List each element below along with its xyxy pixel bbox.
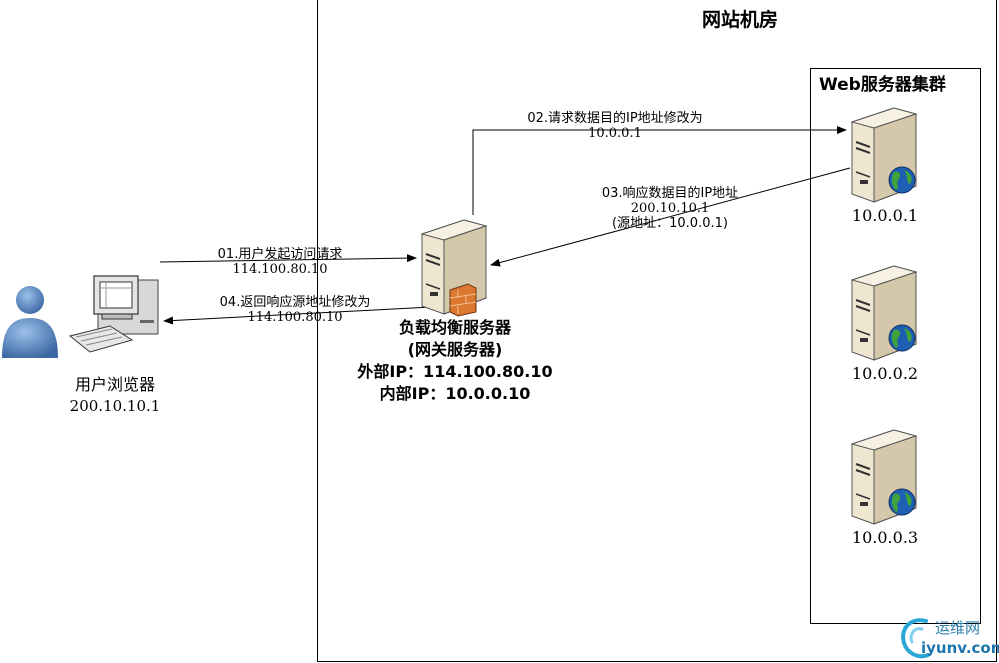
step-04-label: 04.返回响应源地址修改为 114.100.80.10 (185, 295, 405, 326)
step-01-label: 01.用户发起访问请求 114.100.80.10 (180, 247, 380, 278)
computer-icon (68, 275, 159, 353)
load-balancer-external-ip: 外部IP：114.100.80.10 (357, 362, 553, 381)
web-server-2-icon (848, 264, 928, 364)
step-02-line1: 02.请求数据目的IP地址修改为 (527, 111, 703, 126)
load-balancer-sublabel: (网关服务器) (407, 340, 503, 359)
web-server-1-ip: 10.0.0.1 (851, 206, 919, 225)
step-02-line2: 10.0.0.1 (588, 125, 642, 141)
datacenter-title: 网站机房 (702, 9, 779, 31)
web-server-3-ip: 10.0.0.3 (851, 528, 919, 547)
step-04-line1: 04.返回响应源地址修改为 (219, 295, 371, 310)
step-01-line1: 01.用户发起访问请求 (217, 247, 343, 262)
datacenter-box (317, 0, 997, 662)
step-03-line1: 03.响应数据目的IP地址 (601, 186, 739, 201)
web-server-1-icon (848, 106, 928, 206)
arrow-step-01 (159, 254, 417, 263)
arrow-step-02 (472, 126, 847, 215)
watermark-logo-icon (901, 618, 930, 659)
cluster-title: Web服务器集群 (819, 75, 946, 95)
user-icon (2, 286, 58, 358)
step-04-line2: 114.100.80.10 (247, 309, 343, 325)
step-03-label: 03.响应数据目的IP地址 200.10.10.1 (源地址：10.0.0.1) (565, 186, 775, 232)
step-03-line3: (源地址：10.0.0.1) (612, 215, 728, 231)
web-server-2-ip: 10.0.0.2 (851, 364, 919, 383)
arrow-step-03 (490, 167, 851, 267)
load-balancer-internal-ip: 内部IP：10.0.0.10 (379, 384, 531, 403)
step-02-label: 02.请求数据目的IP地址修改为 10.0.0.1 (490, 111, 740, 142)
firewall-icon (449, 283, 477, 317)
arrow-step-04 (163, 306, 433, 325)
step-03-line2: 200.10.10.1 (630, 200, 710, 216)
user-label: 用户浏览器 (74, 375, 155, 394)
cluster-box (810, 68, 981, 624)
user-ip: 200.10.10.1 (69, 397, 161, 415)
step-01-line2: 114.100.80.10 (232, 261, 328, 277)
load-balancer-label: 负载均衡服务器 (398, 318, 511, 337)
watermark-line1: 运维网 (935, 619, 981, 637)
web-server-3-icon (848, 428, 928, 528)
watermark-line2: iyunv.com (921, 639, 999, 657)
